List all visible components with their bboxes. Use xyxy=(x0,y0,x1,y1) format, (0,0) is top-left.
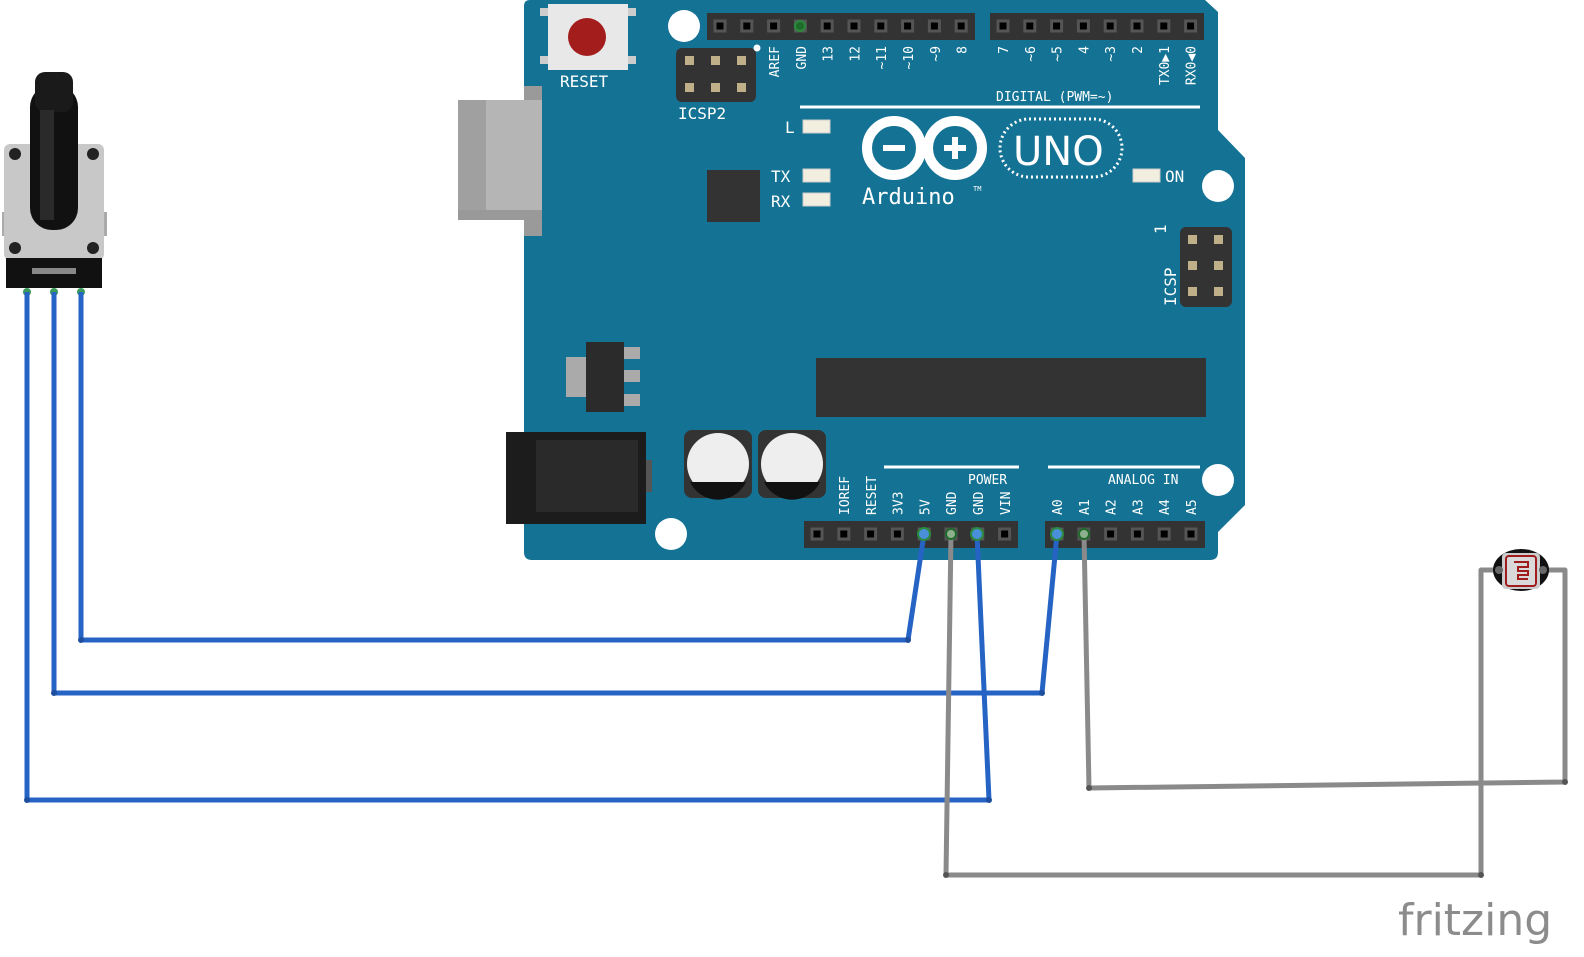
led-tx xyxy=(802,168,831,183)
header-pin[interactable] xyxy=(901,19,915,33)
header-pin[interactable] xyxy=(837,527,851,541)
header-pin[interactable] xyxy=(1184,527,1198,541)
pin-label: A2 xyxy=(1105,499,1120,515)
pin-label: ~10 xyxy=(902,46,917,69)
pin-label: IOREF xyxy=(838,476,853,515)
header-pin[interactable] xyxy=(1184,19,1198,33)
fritzing-logo: fritzing xyxy=(1398,895,1552,946)
pin-label: A0 xyxy=(1051,499,1066,515)
power-label: POWER xyxy=(968,473,1007,488)
wire-pot-5v[interactable] xyxy=(78,292,927,643)
pin-label: ~9 xyxy=(929,46,944,62)
pin-label: AREF xyxy=(768,46,783,77)
wire-pot-gnd[interactable] xyxy=(24,292,992,803)
pin-label: VIN xyxy=(999,492,1014,515)
reset-button[interactable] xyxy=(540,4,636,70)
pin-label: ~11 xyxy=(875,46,890,69)
arduino-logo xyxy=(862,116,1124,180)
header-pin[interactable] xyxy=(1104,527,1118,541)
icsp-header xyxy=(1180,227,1232,307)
arduino-label: Arduino xyxy=(862,185,955,210)
led-rx-label: RX xyxy=(771,192,791,211)
analog-label: ANALOG IN xyxy=(1108,473,1178,488)
pin-label: 7 xyxy=(997,46,1012,54)
led-l xyxy=(802,119,831,134)
pin-label: TX0▶1 xyxy=(1158,46,1173,85)
header-pin[interactable] xyxy=(1130,19,1144,33)
trademark: TM xyxy=(973,185,981,193)
header-pin[interactable] xyxy=(890,527,904,541)
pin-label: 5V xyxy=(918,499,933,515)
led-rx xyxy=(802,192,831,207)
icsp-pin1-label: 1 xyxy=(1151,224,1170,234)
wire-pot-a0[interactable] xyxy=(51,292,1060,696)
pin-label: GND xyxy=(795,46,810,70)
led-tx-label: TX xyxy=(771,167,791,186)
pin-label: ~6 xyxy=(1024,46,1039,62)
icsp2-label: ICSP2 xyxy=(678,104,726,123)
header-pin[interactable] xyxy=(847,19,861,33)
photoresistor[interactable] xyxy=(1493,549,1549,591)
capacitor xyxy=(684,430,752,500)
potentiometer[interactable] xyxy=(2,72,107,296)
pin-label: GND xyxy=(972,491,987,515)
uno-label: UNO xyxy=(1013,129,1104,175)
header-pin[interactable] xyxy=(864,527,878,541)
header-pin[interactable] xyxy=(740,19,754,33)
led-on-label: ON xyxy=(1165,167,1184,186)
pin-label: ~5 xyxy=(1051,46,1066,62)
capacitor xyxy=(758,430,826,500)
header-pin[interactable] xyxy=(1157,19,1171,33)
pin-label: 3V3 xyxy=(892,492,907,515)
header-pin[interactable] xyxy=(1023,19,1037,33)
header-pin[interactable] xyxy=(1130,527,1144,541)
header-pin[interactable] xyxy=(810,527,824,541)
pin-label: A3 xyxy=(1131,499,1146,515)
pin-label: 2 xyxy=(1131,46,1146,54)
led-l-label: L xyxy=(785,118,795,137)
pin-label: GND xyxy=(945,491,960,515)
pin-label: 12 xyxy=(848,46,863,62)
led-on xyxy=(1132,168,1161,183)
icsp2-header xyxy=(676,44,761,102)
connected-pins xyxy=(794,20,1090,541)
header-pin[interactable] xyxy=(1103,19,1117,33)
header-pin[interactable] xyxy=(1076,19,1090,33)
header-pin[interactable] xyxy=(998,527,1012,541)
header-pin[interactable] xyxy=(954,19,968,33)
header-pin[interactable] xyxy=(820,19,834,33)
wire-ldr-a1[interactable] xyxy=(1081,533,1568,791)
arduino-board xyxy=(524,0,1245,560)
header-pin[interactable] xyxy=(927,19,941,33)
pin-label: 8 xyxy=(956,46,971,54)
mounting-hole xyxy=(1202,170,1234,202)
power-jack xyxy=(506,432,652,524)
pin-label: RESET xyxy=(865,476,880,515)
header-pin[interactable] xyxy=(874,19,888,33)
mounting-hole xyxy=(1202,464,1234,496)
voltage-regulator xyxy=(566,342,640,412)
microcontroller-chip xyxy=(816,358,1206,417)
reset-label: RESET xyxy=(560,72,609,91)
header-pin[interactable] xyxy=(1050,19,1064,33)
icsp-label: ICSP xyxy=(1161,267,1180,306)
mounting-hole xyxy=(668,10,700,42)
pin-label: A1 xyxy=(1078,499,1093,515)
usb-chip xyxy=(707,170,760,222)
mounting-hole xyxy=(655,518,687,550)
pin-label: RX0◀0 xyxy=(1185,46,1200,85)
pin-label: 4 xyxy=(1077,46,1092,54)
header-pin[interactable] xyxy=(767,19,781,33)
digital-label: DIGITAL (PWM=~) xyxy=(996,90,1113,105)
header-pin[interactable] xyxy=(713,19,727,33)
wire-ldr-gnd[interactable] xyxy=(943,533,1497,878)
pin-label: ~3 xyxy=(1104,46,1119,62)
header-pin[interactable] xyxy=(1157,527,1171,541)
pin-label: A5 xyxy=(1185,499,1200,515)
pin-label: A4 xyxy=(1158,499,1173,515)
header-pin[interactable] xyxy=(996,19,1010,33)
pin-label: 13 xyxy=(822,46,837,62)
